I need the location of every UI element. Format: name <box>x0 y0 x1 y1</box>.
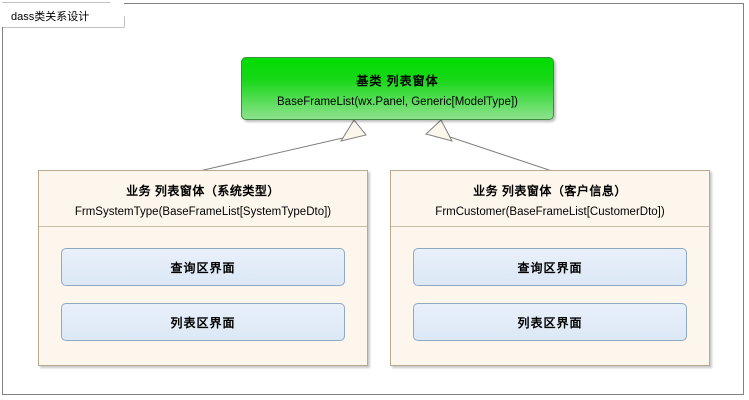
frmsystemtype-header: 业务 列表窗体（系统类型） FrmSystemType(BaseFrameLis… <box>39 171 367 227</box>
frmsystemtype-part-query[interactable]: 查询区界面 <box>61 248 345 286</box>
base-class-signature: BaseFrameList(wx.Panel, Generic[ModelTyp… <box>277 96 518 108</box>
frmcustomer-part-list[interactable]: 列表区界面 <box>413 303 687 341</box>
frame-tab-label: dass类关系设计 <box>11 11 90 23</box>
frmcustomer-header: 业务 列表窗体（客户信息） FrmCustomer(BaseFrameList[… <box>391 171 709 227</box>
frmsystemtype-part-list[interactable]: 列表区界面 <box>61 303 345 341</box>
frmcustomer-part-query[interactable]: 查询区界面 <box>413 248 687 286</box>
class-node-frmcustomer[interactable]: 业务 列表窗体（客户信息） FrmCustomer(BaseFrameList[… <box>390 170 710 366</box>
frmsystemtype-signature: FrmSystemType(BaseFrameList[SystemTypeDt… <box>74 206 332 218</box>
frmsystemtype-body: 查询区界面 列表区界面 <box>39 227 367 341</box>
frmcustomer-body: 查询区界面 列表区界面 <box>391 227 709 341</box>
class-node-frmsystemtype[interactable]: 业务 列表窗体（系统类型） FrmSystemType(BaseFrameLis… <box>38 170 368 366</box>
frmcustomer-signature: FrmCustomer(BaseFrameList[CustomerDto]) <box>435 206 665 218</box>
frmsystemtype-title: 业务 列表窗体（系统类型） <box>126 184 280 198</box>
class-node-base[interactable]: 基类 列表窗体 BaseFrameList(wx.Panel, Generic[… <box>241 57 554 120</box>
frame-tab: dass类关系设计 <box>2 3 124 27</box>
base-class-title: 基类 列表窗体 <box>356 74 439 88</box>
frmcustomer-title: 业务 列表窗体（客户信息） <box>473 184 627 198</box>
